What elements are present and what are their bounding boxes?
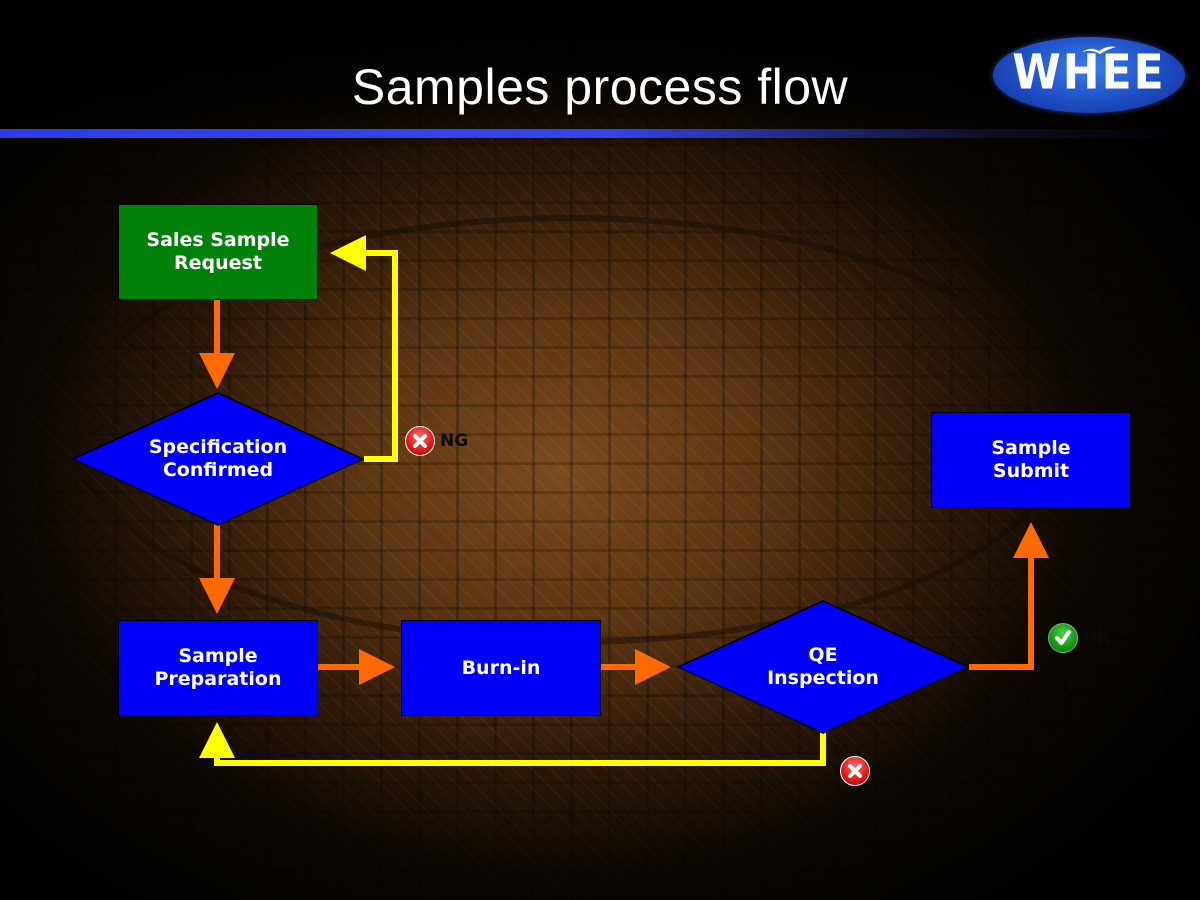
edge-qe-ng-to-prep [199, 722, 826, 766]
company-logo: WHEE [993, 37, 1185, 113]
check-circle-icon [1048, 623, 1078, 653]
node-label-line1: Sample [178, 645, 258, 667]
node-label-line1: Sample [991, 437, 1071, 459]
node-label-line1: Burn-in [461, 656, 541, 679]
logo-wordmark: WHEE [1012, 44, 1166, 101]
seagull-icon [1082, 46, 1116, 54]
x-circle-icon [840, 756, 870, 786]
node-label-line2: Submit [992, 460, 1070, 482]
node-sample-submit[interactable]: Sample Submit [931, 412, 1131, 508]
node-label-line1: Specification [148, 436, 288, 458]
node-sales-sample-request[interactable]: Sales Sample Request [118, 204, 318, 300]
node-label-line1: QE [808, 644, 838, 666]
node-qe-inspection[interactable]: QE Inspection [677, 600, 969, 734]
marker-label: NG [440, 431, 469, 451]
marker-qe-ok: OK [1048, 623, 1111, 653]
marker-label: OK [1083, 628, 1111, 648]
node-burn-in[interactable]: Burn-in [401, 620, 601, 716]
node-label-line1: Sales Sample [146, 229, 290, 251]
marker-spec-ng: NG [405, 426, 468, 456]
node-label-line2: Preparation [154, 668, 282, 690]
x-circle-icon [405, 426, 435, 456]
node-label-line2: Confirmed [162, 459, 274, 481]
marker-label: NG [875, 761, 904, 781]
edge-qe-ok-to-submit [969, 522, 1049, 670]
edge-spec-ng-to-request [330, 235, 398, 462]
decision-diamond-shape [677, 600, 969, 734]
decision-diamond-shape [72, 392, 364, 526]
node-label-line2: Request [174, 252, 262, 274]
node-specification-confirmed[interactable]: Specification Confirmed [72, 392, 364, 526]
slide-title: Samples process flow [351, 59, 849, 115]
title-underline-bar [0, 129, 1200, 138]
marker-qe-ng: NG [840, 756, 903, 786]
node-sample-preparation[interactable]: Sample Preparation [118, 620, 318, 716]
node-label-line2: Inspection [767, 667, 879, 689]
